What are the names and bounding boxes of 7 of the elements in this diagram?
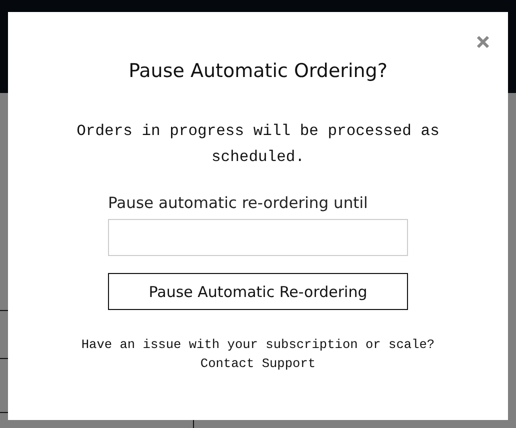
field-label: Pause automatic re-ordering until: [108, 194, 368, 212]
message-text: Orders in progress will be processed as scheduled.: [76, 121, 440, 168]
pause-button: Pause Automatic Re-ordering: [108, 273, 408, 310]
dialog-title: Pause Automatic Ordering?: [128, 60, 388, 82]
input-field: [108, 219, 408, 256]
help-text: Have an issue with your subscription or scale?: [80, 337, 436, 352]
support-link: Contact Support: [199, 356, 317, 371]
